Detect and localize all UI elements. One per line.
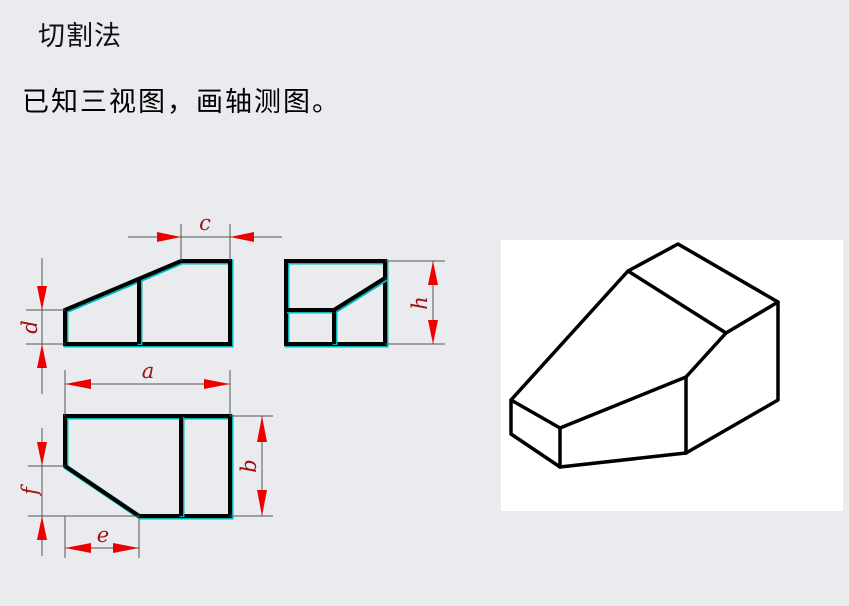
top-view — [63, 414, 234, 520]
dim-label-c: c — [199, 211, 211, 235]
dim-label-b: b — [237, 459, 261, 472]
axonometric-view — [509, 242, 780, 469]
dim-label-a: a — [142, 359, 155, 383]
front-view — [63, 259, 234, 348]
dim-label-f: f — [18, 484, 42, 497]
problem-instruction: 已知三视图，画轴测图。 — [22, 87, 341, 118]
dim-label-d: d — [18, 320, 42, 333]
dimension-arrows — [37, 232, 438, 553]
side-view — [284, 259, 389, 348]
axonometric-view-panel — [501, 240, 843, 511]
dimension-lines — [26, 224, 445, 558]
dim-label-e: e — [97, 523, 109, 547]
page-title: 切割法 — [38, 21, 122, 52]
dim-label-h: h — [408, 296, 432, 310]
